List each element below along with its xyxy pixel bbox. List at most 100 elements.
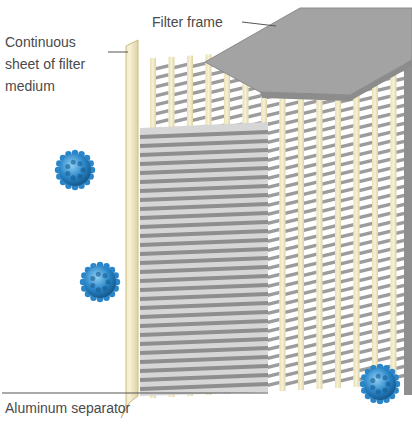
leader-line bbox=[108, 52, 128, 53]
separator-fold bbox=[341, 232, 354, 239]
separator-fold bbox=[323, 332, 336, 339]
separator-fold bbox=[323, 296, 336, 303]
separator-fold bbox=[378, 140, 391, 147]
front-separator bbox=[140, 122, 268, 396]
separator-ridge bbox=[140, 139, 268, 148]
separator-fold bbox=[212, 96, 225, 103]
separator-fold bbox=[286, 380, 299, 387]
separator-fold bbox=[267, 300, 280, 307]
separator-fold bbox=[286, 191, 299, 198]
virus-spot bbox=[96, 272, 101, 277]
separator-fold bbox=[286, 335, 299, 342]
separator-fold bbox=[286, 155, 299, 162]
separator-fold bbox=[304, 279, 317, 286]
separator-fold bbox=[267, 309, 280, 316]
separator-fold bbox=[267, 354, 280, 361]
separator-fold bbox=[323, 341, 336, 348]
separator-fold bbox=[360, 195, 373, 202]
leader-line bbox=[242, 22, 276, 26]
separator-ridge bbox=[140, 355, 268, 364]
separator-fold bbox=[378, 311, 391, 318]
separator-fold bbox=[304, 261, 317, 268]
separator-fold bbox=[286, 281, 299, 288]
separator-fold bbox=[323, 377, 336, 384]
separator-fold bbox=[378, 257, 391, 264]
separator-fold bbox=[267, 201, 280, 208]
separator-ridge bbox=[140, 301, 268, 310]
separator-fold bbox=[360, 132, 373, 139]
separator-fold bbox=[175, 72, 188, 79]
separator-fold bbox=[323, 233, 336, 240]
separator-fold bbox=[360, 321, 373, 328]
separator-fold bbox=[323, 260, 336, 267]
separator-fold bbox=[378, 275, 391, 282]
separator-fold bbox=[378, 347, 391, 354]
virus-spot bbox=[71, 175, 76, 180]
separator-fold bbox=[193, 62, 206, 69]
separator-fold bbox=[341, 106, 354, 113]
separator-fold bbox=[212, 105, 225, 112]
separator-fold bbox=[378, 230, 391, 237]
separator-fold bbox=[156, 82, 169, 89]
virus-spot bbox=[65, 171, 70, 176]
separator-fold bbox=[304, 270, 317, 277]
separator-fold bbox=[304, 144, 317, 151]
separator-fold bbox=[267, 327, 280, 334]
separator-fold bbox=[267, 255, 280, 261]
virus-spot bbox=[90, 283, 95, 288]
virus-spot bbox=[71, 160, 76, 165]
separator-fold bbox=[341, 295, 354, 302]
separator-fold bbox=[341, 124, 354, 131]
separator-fold bbox=[360, 123, 373, 130]
separator-fold bbox=[360, 168, 373, 175]
separator-fold bbox=[304, 108, 317, 115]
separator-fold bbox=[341, 331, 354, 338]
separator-fold bbox=[323, 170, 336, 177]
separator-fold bbox=[304, 360, 317, 367]
separator-fold bbox=[193, 89, 206, 96]
pleat bbox=[298, 48, 304, 390]
separator-fold bbox=[378, 149, 391, 156]
separator-ridge bbox=[140, 148, 268, 157]
separator-fold bbox=[341, 187, 354, 194]
separator-fold bbox=[323, 125, 336, 132]
separator-fold bbox=[304, 126, 317, 132]
separator-fold bbox=[304, 207, 317, 214]
separator-fold bbox=[360, 276, 373, 283]
separator-fold bbox=[304, 135, 317, 142]
separator-fold bbox=[323, 224, 336, 231]
separator-fold bbox=[304, 162, 317, 169]
separator-fold bbox=[156, 73, 169, 80]
virus-spot bbox=[106, 280, 111, 285]
separator-fold bbox=[304, 225, 317, 232]
separator-fold bbox=[286, 137, 299, 144]
separator-fold bbox=[156, 91, 169, 98]
part-label: Aluminum separator bbox=[5, 397, 205, 419]
separator-fold bbox=[193, 71, 206, 78]
virus-particles bbox=[55, 150, 400, 404]
separator-fold bbox=[323, 287, 336, 294]
separator-fold bbox=[378, 203, 391, 210]
separator-fold bbox=[267, 165, 280, 172]
separator-fold bbox=[323, 314, 336, 321]
separator-fold bbox=[304, 117, 317, 124]
separator-fold bbox=[267, 273, 280, 280]
separator-fold bbox=[378, 95, 391, 102]
separator-fold bbox=[286, 308, 299, 315]
separator-fold bbox=[304, 99, 317, 106]
separator-fold bbox=[323, 278, 336, 285]
separator-fold bbox=[304, 297, 317, 304]
separator-fold bbox=[267, 228, 280, 235]
separator-fold bbox=[286, 128, 299, 135]
separator-fold bbox=[267, 183, 280, 190]
separator-fold bbox=[267, 138, 280, 145]
separator-ridge bbox=[140, 310, 268, 319]
separator-fold bbox=[378, 284, 391, 291]
leader-line bbox=[2, 393, 268, 394]
virus-spot bbox=[370, 385, 375, 390]
separator-fold bbox=[304, 216, 317, 223]
separator-fold bbox=[360, 249, 373, 256]
virus-spot bbox=[102, 286, 107, 291]
virus bbox=[360, 364, 400, 404]
separator-fold bbox=[267, 174, 280, 181]
